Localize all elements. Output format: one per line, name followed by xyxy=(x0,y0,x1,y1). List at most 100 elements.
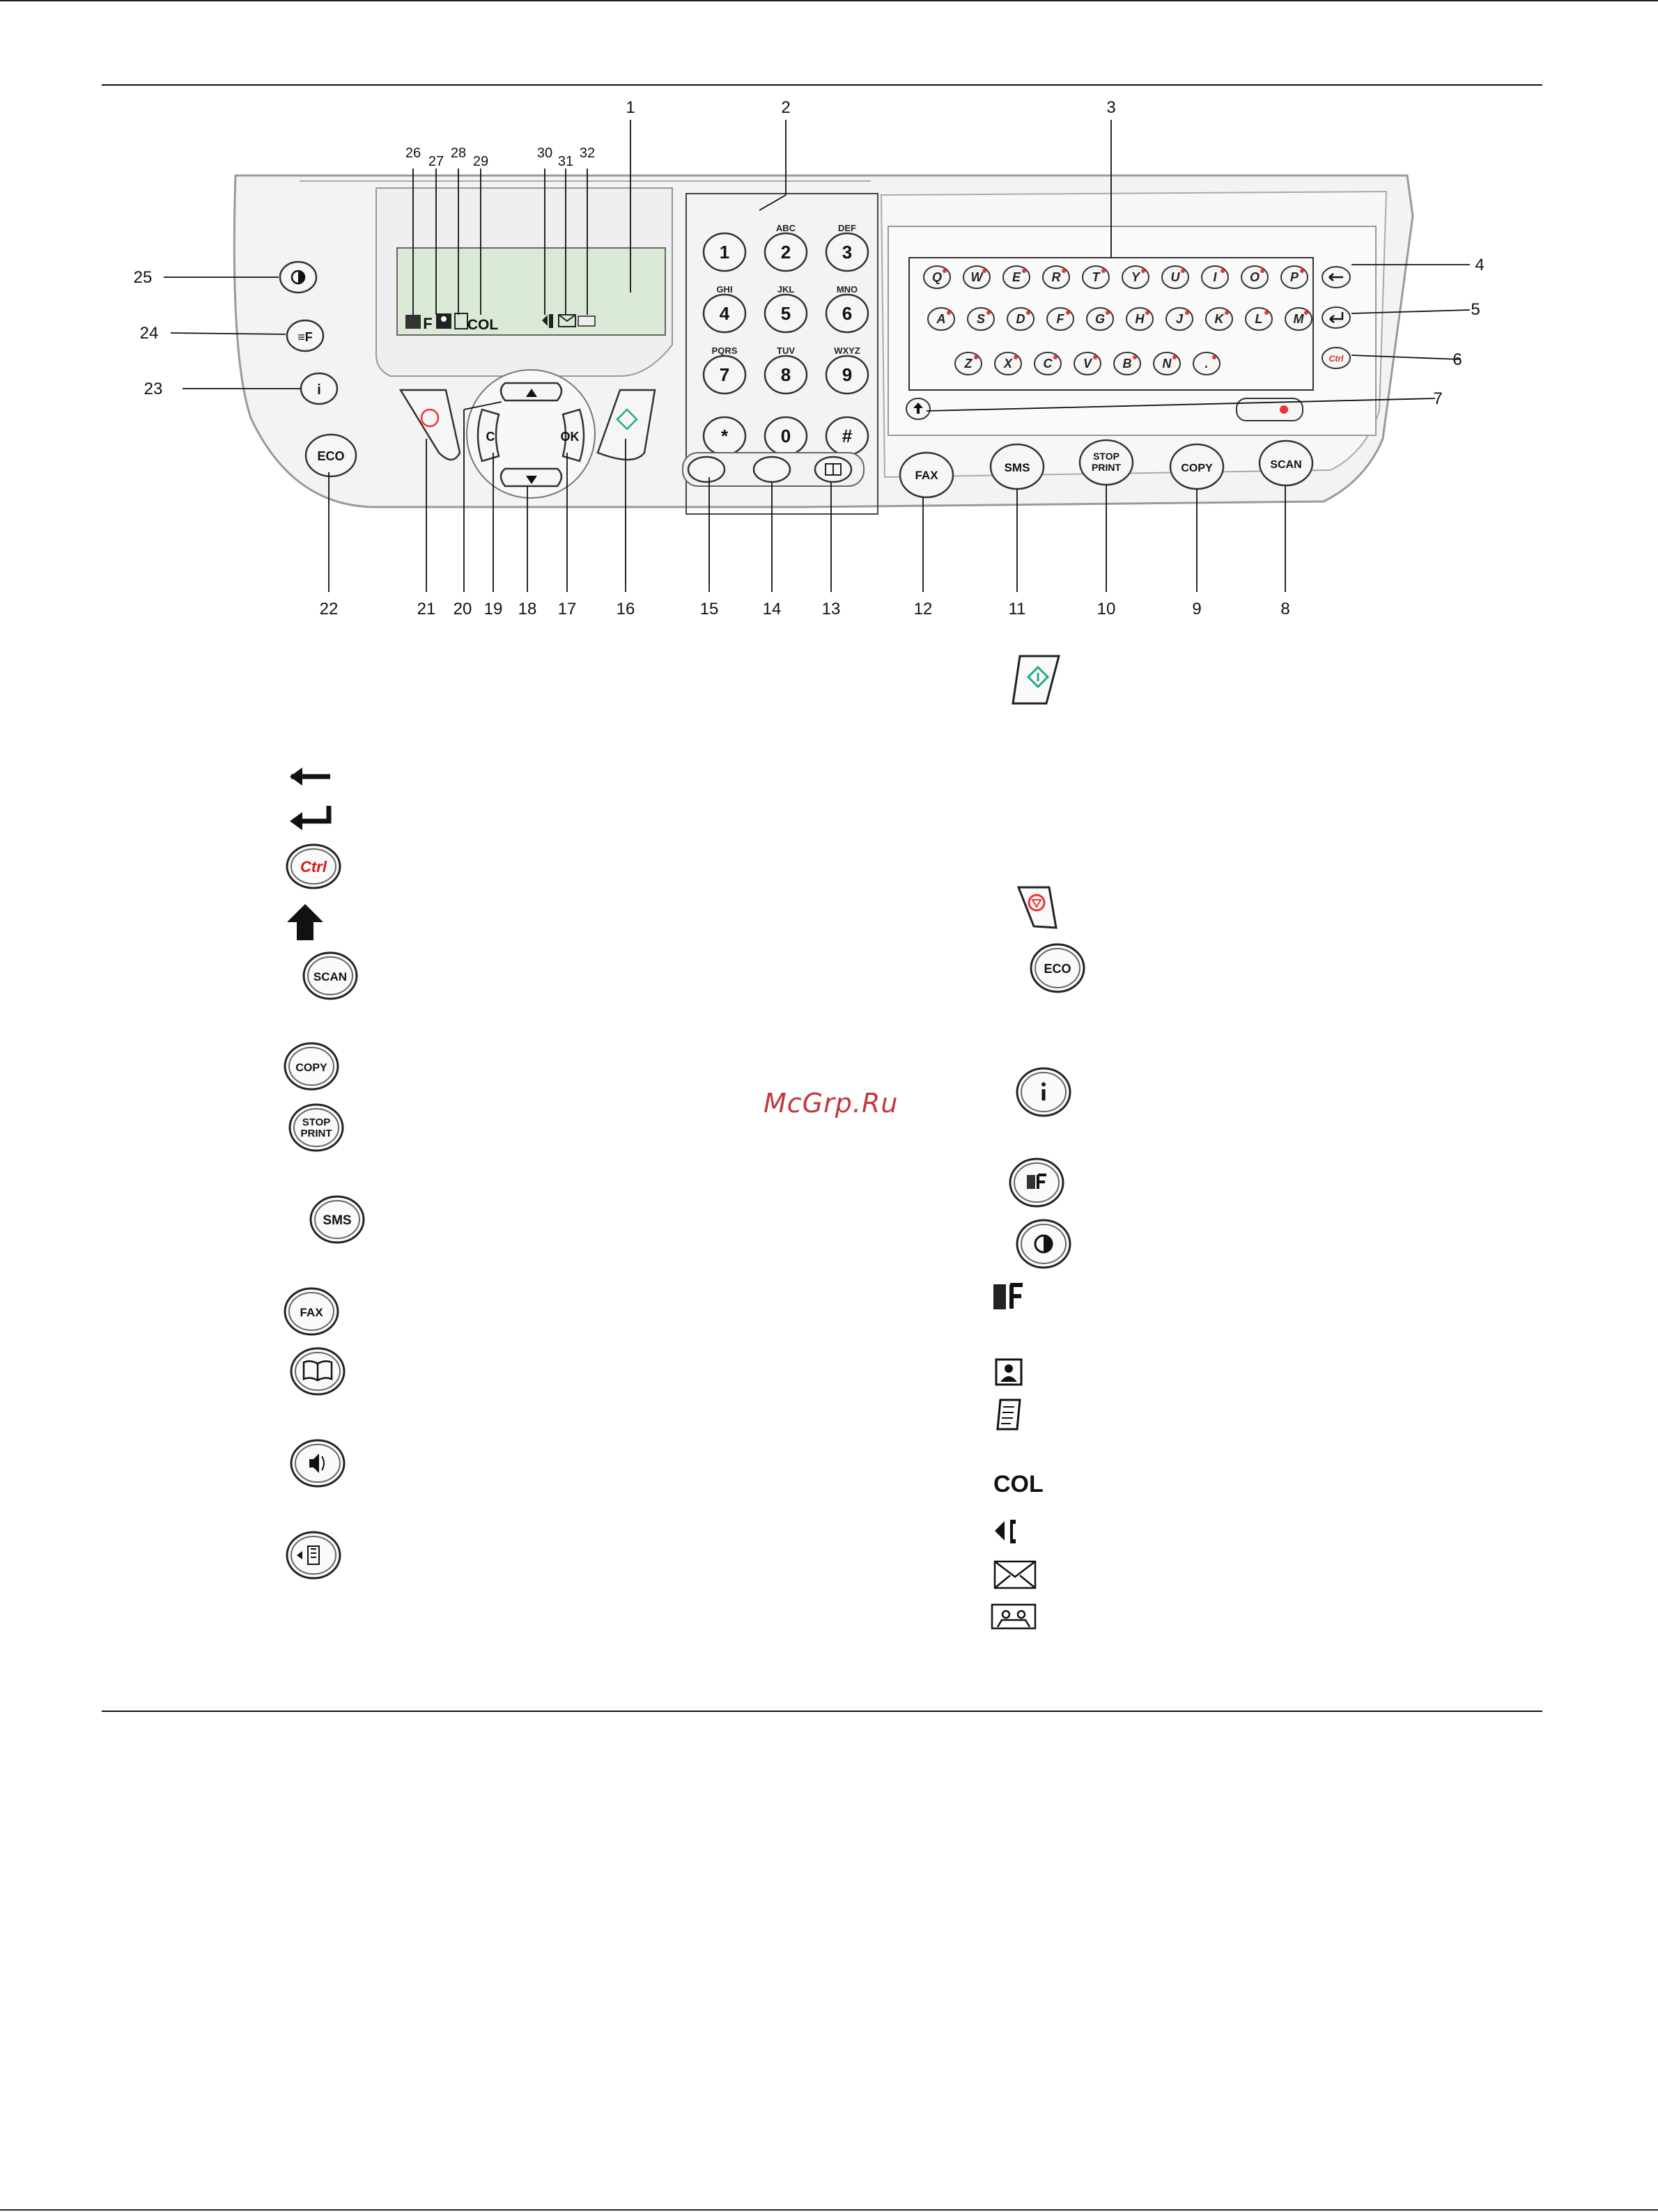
svg-text:10: 10 xyxy=(1097,600,1116,618)
svg-text:5: 5 xyxy=(1471,300,1480,319)
enter-arrow-icon xyxy=(290,806,332,830)
svg-text:9: 9 xyxy=(1192,600,1201,618)
keyboard-key: I xyxy=(1201,265,1229,289)
display-icon-row: F COL xyxy=(405,313,596,333)
callout-numbers: 1 2 3 26 27 28 29 30 31 32 4 5 6 7 25 24… xyxy=(134,98,1485,618)
keyboard-letter: N xyxy=(1163,357,1172,371)
keypad-key: 6 MNO xyxy=(825,284,869,334)
svg-text:FAX: FAX xyxy=(300,1306,323,1319)
resolution-button-icon xyxy=(1009,1158,1064,1208)
copy-button-icon: COPY xyxy=(284,1042,339,1091)
svg-text:32: 32 xyxy=(580,146,595,161)
keyboard-key: K xyxy=(1205,307,1233,331)
keyboard-key: A xyxy=(927,307,955,331)
eco-button-label: ECO xyxy=(317,449,344,463)
start-button-icon xyxy=(1012,655,1060,705)
keyboard-letter: T xyxy=(1092,270,1101,284)
svg-text:4: 4 xyxy=(1475,256,1484,274)
eco-button-icon: ECO xyxy=(1030,943,1085,993)
answering-machine-icon xyxy=(991,1603,1037,1630)
keypad-digit: 6 xyxy=(842,303,852,324)
svg-text:31: 31 xyxy=(558,154,573,169)
legend-col-label: COL xyxy=(993,1471,1044,1497)
svg-text:8: 8 xyxy=(1280,600,1289,618)
speaker-button-icon xyxy=(290,1439,346,1488)
phone-buttons xyxy=(682,452,865,487)
keypad-letters: JKL xyxy=(777,284,795,295)
keypad-digit: 5 xyxy=(781,303,791,324)
stop-button-icon xyxy=(1016,886,1057,929)
info-button-icon xyxy=(1016,1067,1071,1117)
keypad-digit: 9 xyxy=(842,364,852,385)
svg-text:SMS: SMS xyxy=(323,1213,351,1228)
svg-text:18: 18 xyxy=(518,600,537,618)
legend-ctrl-label: Ctrl xyxy=(300,858,327,875)
keyboard-letter: I xyxy=(1213,270,1217,284)
keyboard-key: U xyxy=(1161,265,1189,289)
keyboard-letter: Z xyxy=(964,357,973,371)
keyboard-key: D xyxy=(1007,307,1035,331)
svg-text:11: 11 xyxy=(1009,600,1026,618)
svg-text:29: 29 xyxy=(473,154,488,169)
scan-button-icon: SCAN xyxy=(302,951,358,1000)
keyboard-letter: W xyxy=(971,270,984,284)
ctrl-key-icon: Ctrl xyxy=(286,843,341,889)
keyboard-letter: A xyxy=(936,312,946,326)
keyboard-letter: F xyxy=(1057,312,1065,326)
keyboard-letter: V xyxy=(1083,357,1093,371)
keypad-key: 5 JKL xyxy=(764,284,808,334)
keyboard-key: G xyxy=(1086,307,1114,331)
keypad-key: 0 xyxy=(764,416,808,456)
keypad-digit: * xyxy=(721,426,729,446)
display-col-label: COL xyxy=(467,317,499,333)
fax-line-icon xyxy=(995,1520,1016,1543)
svg-text:1: 1 xyxy=(626,98,635,117)
svg-text:≡F: ≡F xyxy=(297,330,313,344)
keyboard-letter: H xyxy=(1136,312,1145,326)
keyboard-key: S xyxy=(967,307,995,331)
keypad-letters: TUV xyxy=(777,345,795,356)
svg-text:2: 2 xyxy=(781,98,790,117)
ctrl-key-label: Ctrl xyxy=(1329,354,1344,364)
svg-text:24: 24 xyxy=(140,324,159,343)
keypad-letters: PQRS xyxy=(712,345,738,356)
keyboard-letter: Q xyxy=(932,270,942,284)
keyboard-letter: B xyxy=(1123,357,1132,371)
stop-print-button-icon: STOP PRINT xyxy=(288,1103,344,1152)
keyboard-key: C xyxy=(1034,352,1062,375)
keyboard-key: P xyxy=(1280,265,1308,289)
svg-text:14: 14 xyxy=(763,600,782,618)
scan-button-label: SCAN xyxy=(1270,459,1301,471)
svg-text:F: F xyxy=(423,315,432,332)
fax-button-icon: FAX xyxy=(284,1287,339,1336)
svg-text:COPY: COPY xyxy=(295,1062,327,1074)
keyboard-key: O xyxy=(1241,265,1269,289)
keyboard-letter: J xyxy=(1176,312,1184,326)
svg-text:20: 20 xyxy=(454,600,472,618)
keypad-letters: MNO xyxy=(837,284,858,295)
envelope-icon xyxy=(993,1560,1037,1589)
keyboard-letter: D xyxy=(1016,312,1025,326)
keypad-digit: 1 xyxy=(720,242,729,263)
svg-text:6: 6 xyxy=(1452,350,1462,369)
svg-text:SCAN: SCAN xyxy=(313,970,347,983)
svg-text:16: 16 xyxy=(617,600,635,618)
print-button-label: PRINT xyxy=(1092,462,1121,473)
keypad-digit: 0 xyxy=(781,426,791,446)
c-button-label: C xyxy=(486,430,495,444)
watermark: McGrp.Ru xyxy=(764,1088,899,1119)
keypad-letters: GHI xyxy=(716,284,732,295)
text-mode-icon xyxy=(996,1399,1021,1431)
keyboard-key: J xyxy=(1165,307,1193,331)
keyboard-key: T xyxy=(1082,265,1110,289)
keyboard-letter: E xyxy=(1012,270,1021,284)
svg-text:7: 7 xyxy=(1433,389,1442,408)
keypad-digit: 2 xyxy=(781,242,791,263)
